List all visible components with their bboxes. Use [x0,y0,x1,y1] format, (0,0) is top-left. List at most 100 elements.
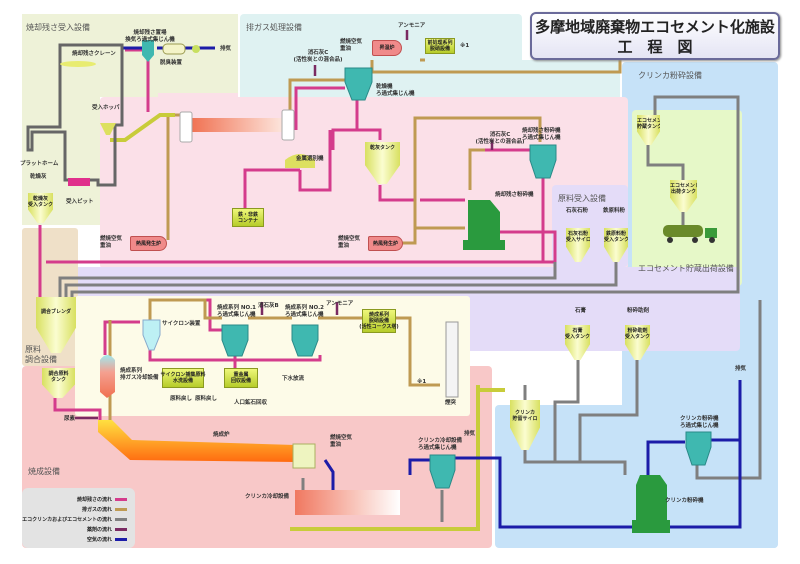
residue-mill-label: 焼却残さ粉砕機 [495,192,534,198]
exhaust-label: 排気 [220,46,232,52]
clinker-mill-shape [632,475,670,533]
cooler-shape [295,490,400,515]
clinker-mill-collector-label: クリンカ粉砕機 ろ過式集じん機 [680,416,719,429]
deodorizer-label: 脱臭装置 [160,60,183,66]
hot-air-generator: 熱風発生炉 [130,236,167,251]
region-residue-receiving: 焼却残さ受入設備 [26,23,90,32]
combustion-air-label: 燃焼空気 重油 [338,236,361,249]
crane-label: 焼却残さクレーン [72,51,116,57]
gas-pipe [400,116,542,245]
heavy-metal-unit: 重金属 回収設備 [224,368,258,388]
gas-pipe [288,20,622,190]
cooler-collector-label: クリンカ冷却設備 ろ過式集じん機 [418,438,463,451]
legend-swatch [115,518,127,521]
equipment [26,40,717,533]
region-ecocement-storage: エコセメント貯蔵出荷設備 [638,264,734,273]
receiving-pit [68,178,90,186]
eco-storage-tank: エコセメント 貯蔵タンク [637,115,660,145]
dryer-drum [190,118,285,132]
no1-collector-label: 焼成系列 NO.1 ろ過式集じん機 [217,305,256,318]
legend-item: エコクリンカおよびエコセメントの流れ [22,516,127,523]
no2-collector-label: 焼成系列 NO.2 ろ過式集じん機 [285,305,324,318]
exhaust-label: 排気 [735,366,747,372]
legend-swatch [115,528,127,531]
kiln-body [98,420,295,462]
chemical-pipe [75,30,494,420]
residue-mill-shape [463,200,505,250]
truck-shape [663,225,717,243]
note-1-label: ※1 [417,379,427,385]
kiln-label: 焼成炉 [213,432,230,438]
air-pipe [122,46,742,529]
return-label: 原料戻し [195,396,218,402]
region-raw-receiving: 原料受入設備 [558,194,606,203]
no1-collector [221,324,249,357]
dryer-collector [344,67,373,101]
residue-pipe [243,100,415,208]
region-exhaust-treatment: 排ガス処理設備 [246,23,302,32]
clinker-cooler-label: クリンカ冷却設備 [245,494,290,500]
dryer-collector-label: 乾燥機 ろ過式集じん機 [376,84,415,97]
gas-cooler-label: 焼成系列 排ガス冷却設備 [120,368,159,381]
return-label: 原料戻し [170,396,193,402]
region-firing: 焼成設備 [28,467,60,476]
stack-shape [445,321,459,398]
urea-label: 尿素 [64,416,76,422]
pipes [38,20,762,531]
legend-item: 空気の流れ [87,536,127,543]
note-1-label: ※1 [460,43,470,49]
deodorizer-unit [162,43,186,55]
storage-collector [142,40,154,62]
residue-pipe [294,86,545,262]
clinker-pipe [301,478,444,522]
exhaust-label: 排気 [464,431,476,437]
iron-raw-label: 鉄原料粉 [603,208,626,214]
cyclone-shape [142,319,161,351]
dryer-outlet [281,109,295,141]
hopper-label: 受入ホッパ [92,105,120,111]
clinker-pipe [58,95,740,297]
legend-item: 薬剤の流れ [87,526,127,533]
clinker-pipe [523,300,762,480]
legend-swatch [115,508,127,511]
title-line1: 多摩地域廃棄物エコセメント化施設 [535,18,775,36]
mill-collector-label: 焼却残さ粉砕機 ろ過式集じん機 [522,128,561,141]
gas-cooler-shape [100,355,115,398]
denitration-unit-pre: 前処理系列 脱硝設備 [425,38,455,54]
hopper [100,123,116,135]
combustion-air-label: 燃焼空気 重油 [100,236,123,249]
region-raw-mixing: 原料 調合設備 [25,345,57,364]
gypsum-label: 石膏 [575,308,587,314]
burner-hood [292,443,316,469]
legend-swatch [115,498,127,501]
cyclone-label: サイクロン装置 [162,321,201,327]
stack-label: 煙突 [445,400,457,406]
residue-pipe [53,398,102,420]
hot-air-generator: 熱風発生炉 [368,236,403,251]
mill-collector [529,144,557,179]
slaked-lime-b-label: 消石灰B [258,303,279,309]
residue-pipe [46,230,557,264]
legend: 焼却残さの流れ 排ガスの流れ エコクリンカおよびエコセメントの流れ 薬剤の流れ … [22,488,135,548]
grinding-aid-label: 粉砕助剤 [627,308,650,314]
region-clinker-grinding: クリンカ粉砕設備 [638,71,702,80]
artificial-ore-label: 人口鉱石回収 [234,400,268,406]
legend-item: 排ガスの流れ [82,506,127,513]
dryer-inlet [179,111,193,143]
cyclone-wash-unit: サイクロン捕集原料 水洗設備 [161,368,205,388]
exhaust-fan [192,45,200,53]
metal-container: 鉄・非鉄 コンテナ [232,208,264,227]
clinker-conveyor [290,385,505,531]
clinker-pipe [646,145,685,225]
platform-label: プラットホーム [20,161,59,167]
cooler-collector [429,454,456,489]
dry-ash-label: 乾燥灰 [30,174,47,180]
limestone-label: 石灰石粉 [566,208,589,214]
clinker-mill-label: クリンカ粉砕機 [665,498,704,504]
title-line2: 工 程 図 [617,38,693,56]
slaked-lime-c-label: 消石灰C (活性炭との混合品) [475,132,525,145]
ammonia-label: アンモニア [398,23,426,29]
metal-separator-shape [285,154,315,168]
no2-collector [291,324,319,357]
